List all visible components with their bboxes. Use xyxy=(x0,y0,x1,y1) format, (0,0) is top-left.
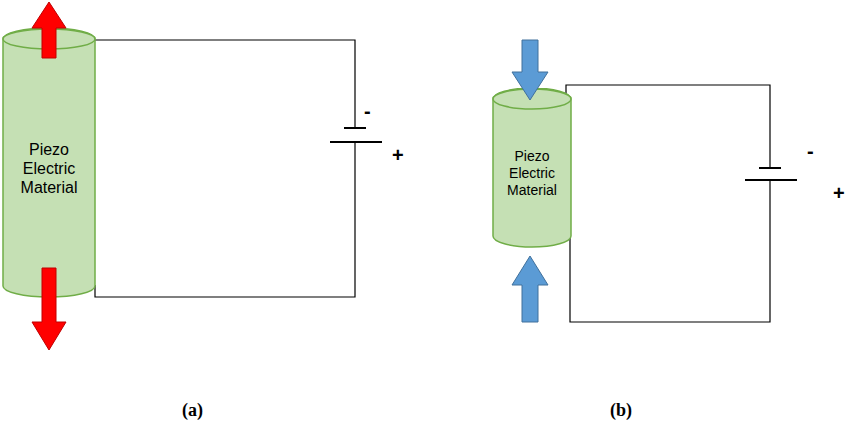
polarity-sign: - xyxy=(364,100,371,123)
wire xyxy=(92,40,355,128)
wire xyxy=(95,142,355,297)
subfigure-label: (a) xyxy=(182,400,203,421)
battery-symbol xyxy=(330,128,382,142)
piezo-cylinder: Piezo Electric Material xyxy=(492,88,572,248)
subfigure-label: (b) xyxy=(610,400,632,421)
battery-symbol xyxy=(745,168,797,180)
polarity-sign: + xyxy=(392,144,404,167)
wire xyxy=(570,180,770,322)
polarity-sign: - xyxy=(807,140,814,163)
material-label: Piezo Electric Material xyxy=(2,140,96,198)
compression-arrow xyxy=(512,256,548,322)
wire xyxy=(566,85,770,168)
material-label: Piezo Electric Material xyxy=(492,148,572,198)
piezo-cylinder: Piezo Electric Material xyxy=(2,28,96,298)
polarity-sign: + xyxy=(833,182,845,205)
